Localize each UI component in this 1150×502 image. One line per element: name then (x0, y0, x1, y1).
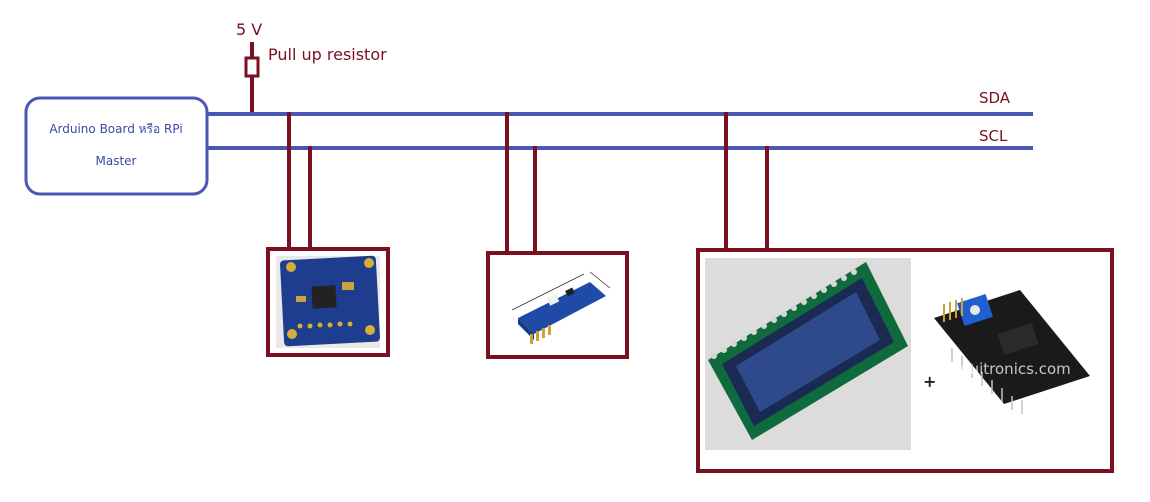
master-board-box (24, 96, 209, 196)
scl-label: SCL (979, 127, 1008, 145)
master-board-name: Arduino Board หรือ RPi (49, 122, 182, 136)
light-sensor-module-image (496, 260, 620, 350)
plus-sign: + (923, 372, 936, 391)
supply-voltage-label: 5 V (236, 20, 262, 39)
master-role-label: Master (96, 154, 137, 168)
pull-up-resistor-label: Pull up resistor (268, 45, 387, 64)
lcd-display-image (705, 258, 911, 450)
device-2-wires (505, 112, 537, 254)
device-3-wires (724, 112, 769, 250)
sda-label: SDA (979, 89, 1011, 107)
accelerometer-module-image (276, 255, 380, 348)
watermark-text: arduitronics.com (945, 360, 1071, 378)
device-1-wires (287, 112, 312, 250)
i2c-backpack-image (934, 290, 1090, 414)
pull-up-resistor (244, 56, 260, 78)
